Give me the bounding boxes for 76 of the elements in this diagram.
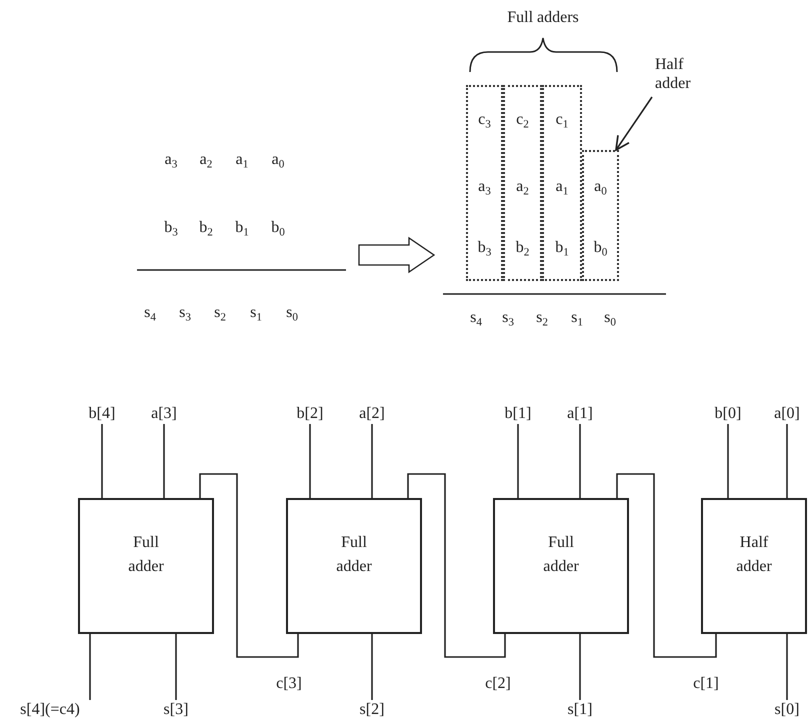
wire — [517, 424, 519, 498]
wire — [616, 473, 717, 658]
signal-label: s[2] — [352, 700, 392, 720]
signal-label: s[0] — [767, 700, 807, 720]
bit-label: b$_{2}$ — [516, 239, 530, 257]
bit-label: b$_{1}$ — [235, 219, 249, 237]
wire — [786, 424, 788, 498]
bit-label: s$_{1}$ — [250, 304, 262, 322]
wire — [727, 424, 729, 498]
bit-label: a$_{3}$ — [164, 151, 178, 169]
adder-block — [286, 498, 422, 634]
wire — [371, 634, 373, 700]
signal-label: a[2] — [352, 404, 392, 424]
signal-label: b[1] — [498, 404, 538, 424]
leader-arrow — [615, 96, 653, 151]
bit-label: b$_{3}$ — [478, 239, 492, 257]
block-title: Full adder — [335, 533, 373, 577]
adder-column — [542, 85, 582, 281]
bit-label: s$_{0}$ — [604, 309, 616, 327]
signal-label: s[1] — [560, 700, 600, 720]
signal-label: b[0] — [708, 404, 748, 424]
bit-label: s$_{2}$ — [536, 309, 548, 327]
edge-label: c[1] — [693, 675, 719, 693]
signal-label: b[2] — [290, 404, 330, 424]
group-label: Full adders — [507, 9, 579, 27]
bit-label: c$_{3}$ — [478, 111, 491, 129]
wire — [579, 424, 581, 498]
signal-label: a[1] — [560, 404, 600, 424]
wire — [407, 473, 506, 658]
bit-label: b$_{2}$ — [199, 219, 213, 237]
bit-label: a$_{2}$ — [516, 178, 529, 196]
block-title: Full adder — [127, 533, 165, 577]
bit-label: a$_{1}$ — [236, 151, 248, 169]
block-title: Full adder — [542, 533, 580, 577]
bit-label: a$_{1}$ — [556, 178, 568, 196]
bit-label: b$_{0}$ — [594, 239, 608, 257]
callout-text: Half adder — [655, 55, 711, 97]
wire — [786, 634, 788, 700]
bit-label: a$_{0}$ — [272, 151, 284, 169]
bit-label: s$_{4}$ — [144, 304, 156, 322]
bit-label: a$_{3}$ — [478, 178, 491, 196]
bit-label: s$_{2}$ — [214, 304, 226, 322]
bit-label: c$_{1}$ — [556, 111, 568, 129]
edge-label: c[3] — [276, 675, 302, 693]
bit-label: s$_{3}$ — [179, 304, 191, 322]
bit-label: s$_{0}$ — [286, 304, 298, 322]
adder-block — [78, 498, 214, 634]
bit-label: b$_{0}$ — [271, 219, 285, 237]
bit-label: s$_{1}$ — [571, 309, 583, 327]
bit-label: b$_{3}$ — [164, 219, 178, 237]
signal-label: s[4](=c4) — [2, 700, 98, 720]
wire — [175, 634, 177, 700]
wire — [371, 424, 373, 498]
adder-block — [701, 498, 807, 634]
bit-label: b$_{1}$ — [555, 239, 569, 257]
signal-label: a[0] — [767, 404, 807, 424]
wire — [579, 634, 581, 700]
adder-column — [582, 150, 619, 281]
wire — [101, 424, 103, 498]
bit-label: a$_{0}$ — [594, 178, 607, 196]
adder-block — [493, 498, 629, 634]
wire — [309, 424, 311, 498]
bit-label: a$_{2}$ — [200, 151, 212, 169]
bit-label: c$_{2}$ — [516, 111, 529, 129]
adder-column — [466, 85, 503, 281]
block-title: Half adder — [735, 533, 773, 577]
wire — [199, 473, 299, 658]
wire — [163, 424, 165, 498]
edge-label: c[2] — [485, 675, 511, 693]
bit-label: s$_{3}$ — [502, 309, 514, 327]
bit-label: s$_{4}$ — [470, 309, 482, 327]
signal-label: a[3] — [144, 404, 184, 424]
wire — [89, 634, 91, 700]
adder-column — [503, 85, 542, 281]
signal-label: s[3] — [156, 700, 196, 720]
signal-label: b[4] — [82, 404, 122, 424]
